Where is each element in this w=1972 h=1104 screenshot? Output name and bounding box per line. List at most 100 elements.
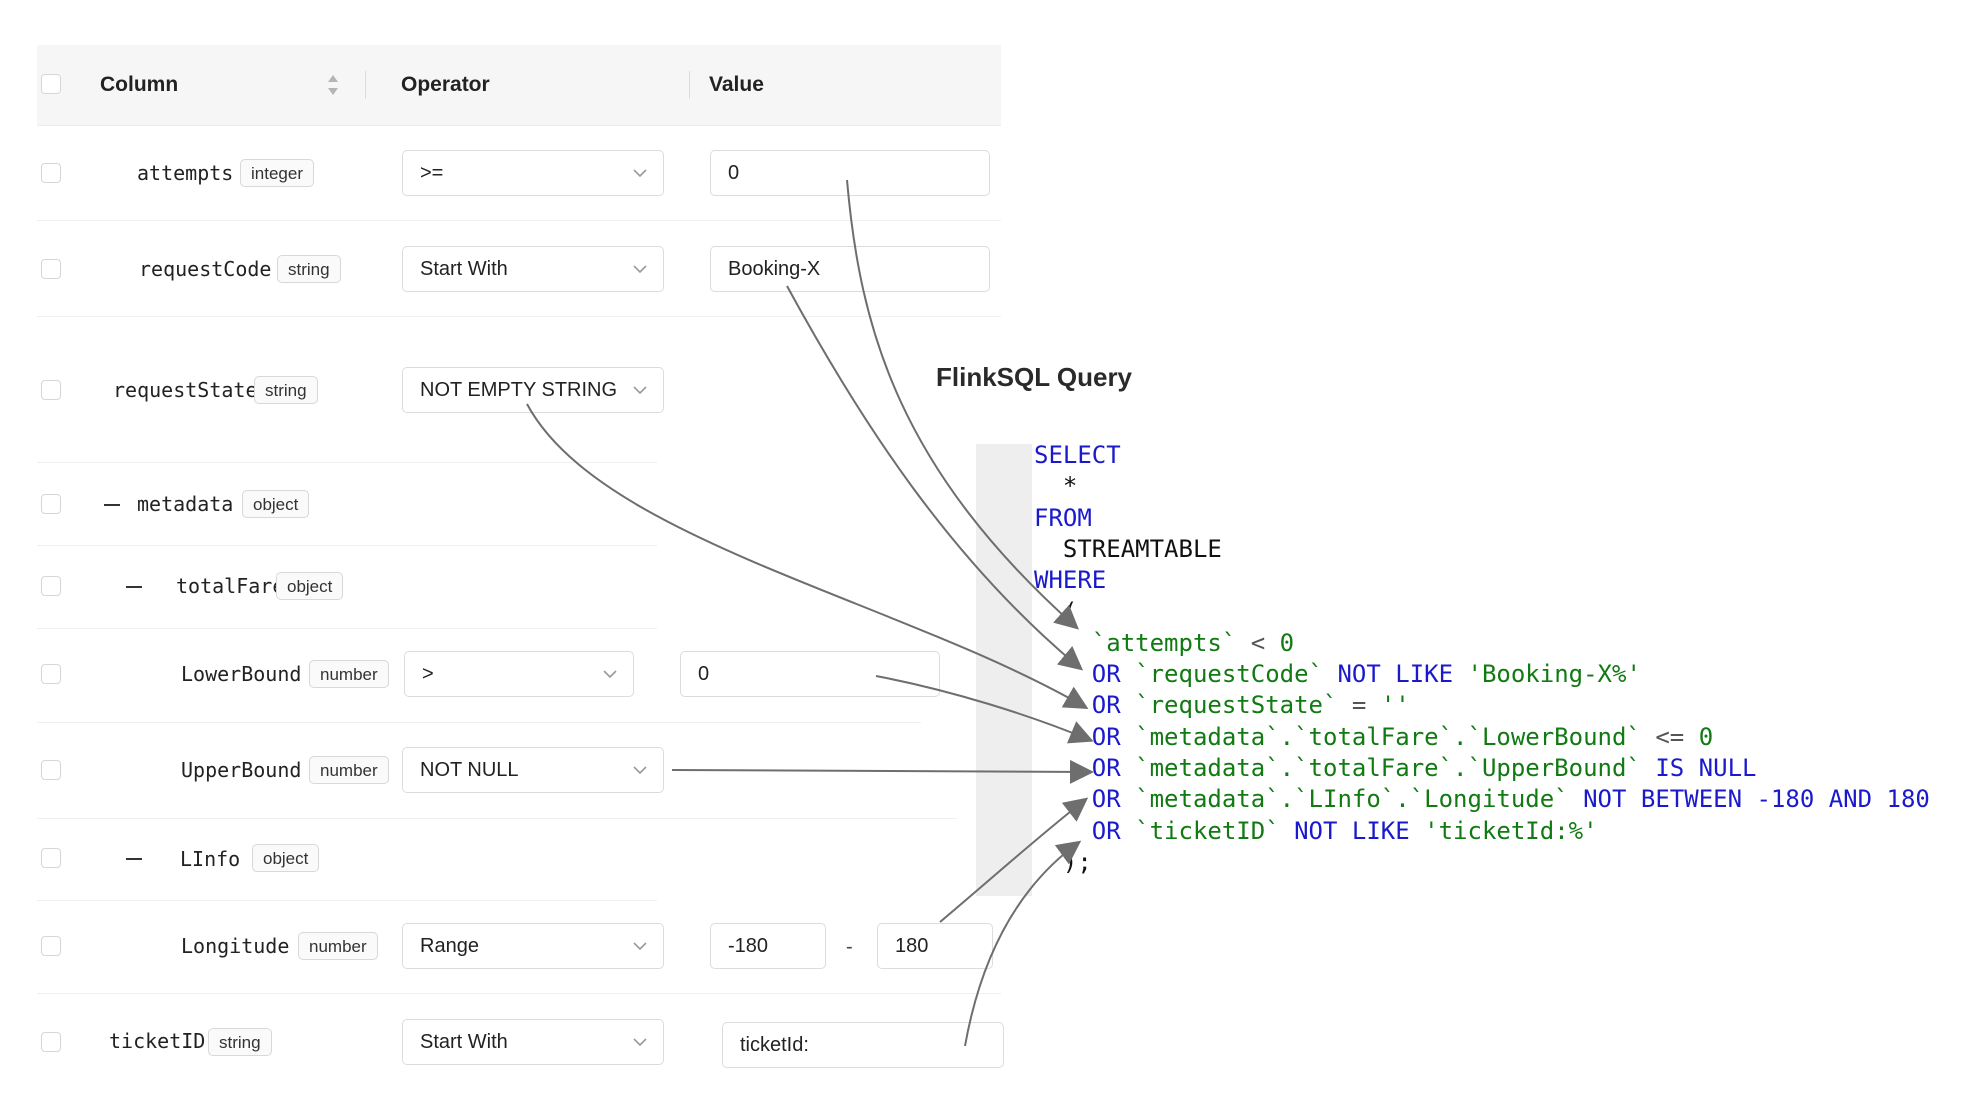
- row-divider: [37, 545, 657, 546]
- code-line: OR `metadata`.`LInfo`.`Longitude` NOT BE…: [1034, 784, 1930, 814]
- value-header: Value: [709, 73, 764, 96]
- value-input[interactable]: 0: [710, 150, 990, 196]
- row-checkbox[interactable]: [41, 259, 61, 279]
- code-token: *: [1034, 472, 1078, 501]
- value-input[interactable]: ticketId:: [722, 1022, 1004, 1068]
- field-name: ticketID: [109, 1029, 206, 1053]
- operator-select[interactable]: Range: [402, 923, 664, 969]
- row-checkbox[interactable]: [41, 576, 61, 596]
- type-tag: string: [208, 1028, 272, 1056]
- code-line: OR `requestState` = '': [1034, 690, 1410, 720]
- operator-value: NOT EMPTY STRING: [420, 379, 618, 401]
- operator-header: Operator: [401, 73, 490, 96]
- code-token: <=: [1655, 722, 1699, 751]
- header-separator: [365, 71, 366, 99]
- arrow-attempts: [846, 179, 1079, 630]
- field-name: Longitude: [181, 934, 290, 958]
- chevron-down-icon: [633, 766, 647, 775]
- type-tag: object: [276, 572, 344, 600]
- collapse-icon[interactable]: [104, 504, 120, 506]
- range-min-input[interactable]: -180: [710, 923, 826, 969]
- row-divider: [37, 316, 1001, 317]
- row-checkbox[interactable]: [41, 760, 61, 780]
- value-text: Booking-X: [728, 258, 821, 280]
- code-token: 'ticketId:%': [1424, 816, 1598, 845]
- type-tag: string: [277, 255, 341, 283]
- code-token: NOT LIKE: [1294, 816, 1425, 845]
- table-header: Column Operator Value: [37, 45, 1001, 126]
- collapse-icon[interactable]: [126, 586, 142, 588]
- field-name: requestCode: [139, 257, 272, 281]
- code-line: OR `metadata`.`totalFare`.`UpperBound` I…: [1034, 753, 1757, 783]
- arrow-lowerbound: [875, 675, 1094, 744]
- code-line: OR `metadata`.`totalFare`.`LowerBound` <…: [1034, 722, 1713, 752]
- value-input[interactable]: 0: [680, 651, 940, 697]
- code-line: WHERE: [1034, 565, 1106, 595]
- type-tag: number: [309, 660, 389, 688]
- arrow-longitude: [939, 797, 1089, 923]
- row-divider: [37, 900, 657, 901]
- arrow-ticketid: [964, 840, 1082, 1047]
- type-tag: object: [242, 490, 310, 518]
- field-name: metadata: [137, 492, 234, 516]
- code-token: OR: [1034, 754, 1136, 782]
- row-divider: [37, 993, 1001, 994]
- field-name: UpperBound: [181, 758, 302, 782]
- operator-select[interactable]: >: [404, 651, 634, 697]
- code-token: =: [1351, 691, 1381, 720]
- value-text: 180: [895, 935, 929, 957]
- value-text: 0: [728, 162, 740, 184]
- operator-select[interactable]: >=: [402, 150, 664, 196]
- operator-select[interactable]: NOT NULL: [402, 747, 664, 793]
- type-tag: number: [298, 932, 378, 960]
- sort-icon[interactable]: [326, 73, 340, 97]
- collapse-icon[interactable]: [126, 858, 142, 860]
- code-token: OR: [1034, 816, 1136, 845]
- code-token: NOT BETWEEN -180 AND 180: [1583, 785, 1930, 814]
- field-name: requestState: [113, 378, 258, 402]
- field-name: totalFare: [176, 574, 285, 598]
- operator-select[interactable]: Start With: [402, 1019, 664, 1065]
- code-token: 'Booking-X%': [1467, 660, 1641, 689]
- value-text: -180: [728, 935, 769, 957]
- code-token: OR: [1034, 722, 1136, 751]
- row-checkbox[interactable]: [41, 936, 61, 956]
- header-separator: [689, 71, 690, 99]
- code-line: *: [1034, 471, 1077, 501]
- code-token: OR: [1034, 785, 1136, 814]
- row-divider: [37, 722, 921, 723]
- code-line: `attempts` < 0: [1034, 628, 1294, 658]
- row-checkbox[interactable]: [41, 664, 61, 684]
- operator-value: Start With: [420, 258, 508, 280]
- select-all-checkbox[interactable]: [41, 74, 61, 94]
- code-gutter: [976, 444, 1032, 896]
- type-tag: object: [252, 844, 320, 872]
- value-text: ticketId:: [740, 1034, 809, 1056]
- code-line: OR `ticketID` NOT LIKE 'ticketId:%': [1034, 816, 1598, 846]
- range-max-input[interactable]: 180: [877, 923, 993, 969]
- row-checkbox[interactable]: [41, 380, 61, 400]
- row-checkbox[interactable]: [41, 1032, 61, 1052]
- operator-select[interactable]: Start With: [402, 246, 664, 292]
- query-title: FlinkSQL Query: [936, 362, 1133, 392]
- row-checkbox[interactable]: [41, 848, 61, 868]
- value-input[interactable]: Booking-X: [710, 246, 990, 292]
- code-line: OR `requestCode` NOT LIKE 'Booking-X%': [1034, 659, 1641, 689]
- code-token: <: [1250, 628, 1280, 657]
- row-divider: [37, 220, 1001, 221]
- code-token: SELECT: [1034, 441, 1121, 469]
- row-checkbox[interactable]: [41, 494, 61, 514]
- row-checkbox[interactable]: [41, 163, 61, 183]
- range-separator: -: [846, 936, 853, 958]
- type-tag: number: [309, 756, 389, 784]
- type-tag: integer: [240, 159, 314, 187]
- chevron-down-icon: [633, 1038, 647, 1047]
- value-text: 0: [698, 663, 710, 685]
- operator-value: NOT NULL: [420, 759, 519, 781]
- arrow-requeststate: [526, 403, 1089, 710]
- operator-select[interactable]: NOT EMPTY STRING: [402, 367, 664, 413]
- row-divider: [37, 628, 657, 629]
- field-name: attempts: [137, 161, 234, 185]
- code-token: OR: [1034, 691, 1136, 720]
- code-token: FROM: [1034, 503, 1092, 532]
